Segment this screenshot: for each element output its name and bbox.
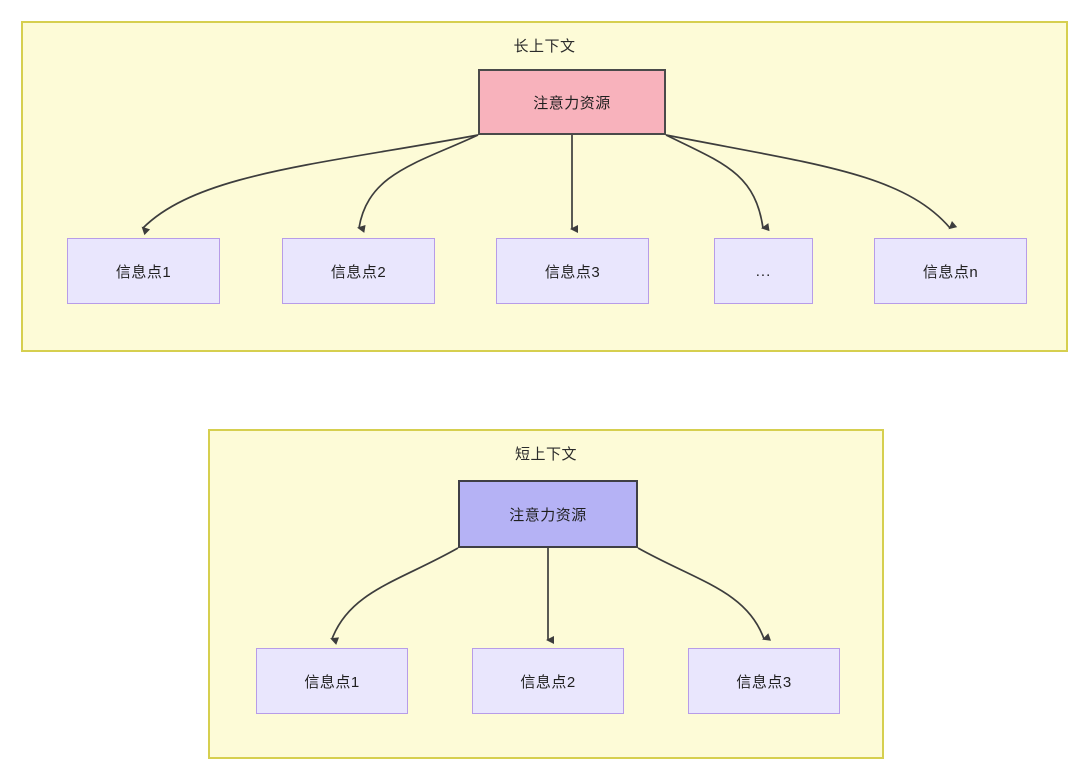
panel-long-context-title: 长上下文 [513, 38, 576, 55]
node-ellipsis-long-label: ... [755, 262, 772, 280]
node-info-point-1-short[interactable]: 信息点1 [256, 648, 408, 714]
panel-short-context-title: 短上下文 [514, 446, 577, 463]
node-info-point-2-short[interactable]: 信息点2 [472, 648, 624, 714]
edge-root-to-info2 [357, 134, 479, 233]
node-info-point-2-long-label: 信息点2 [330, 263, 387, 281]
node-info-point-n-long-label: 信息点n [922, 263, 979, 281]
panel-short-context: 短上下文 注意力资源 信息点1 信息点2 信息点3 [208, 429, 884, 759]
node-attention-resource-long[interactable]: 注意力资源 [478, 69, 666, 135]
edge-root-to-info3-short [637, 547, 771, 641]
node-info-point-3-long[interactable]: 信息点3 [496, 238, 649, 304]
node-attention-resource-long-label: 注意力资源 [533, 94, 611, 112]
node-info-point-3-long-label: 信息点3 [544, 263, 601, 281]
panel-long-context: 长上下文 注意力资源 信息点1 信息 [21, 21, 1068, 352]
node-attention-resource-short-label: 注意力资源 [509, 506, 587, 524]
node-ellipsis-long[interactable]: ... [714, 238, 813, 304]
node-info-point-2-long[interactable]: 信息点2 [282, 238, 435, 304]
edge-root-to-infon [665, 134, 958, 230]
node-info-point-3-short[interactable]: 信息点3 [688, 648, 840, 714]
node-info-point-3-short-label: 信息点3 [736, 673, 792, 691]
node-info-point-1-long-label: 信息点1 [115, 263, 172, 281]
node-info-point-1-long[interactable]: 信息点1 [67, 238, 220, 304]
node-info-point-2-short-label: 信息点2 [520, 673, 576, 691]
edge-root-to-info1-short [330, 547, 459, 645]
node-info-point-n-long[interactable]: 信息点n [874, 238, 1027, 304]
node-attention-resource-short[interactable]: 注意力资源 [458, 480, 638, 548]
edge-root-to-info1 [141, 134, 479, 236]
node-info-point-1-short-label: 信息点1 [304, 673, 360, 691]
edge-root-to-ellipsis [665, 134, 770, 232]
